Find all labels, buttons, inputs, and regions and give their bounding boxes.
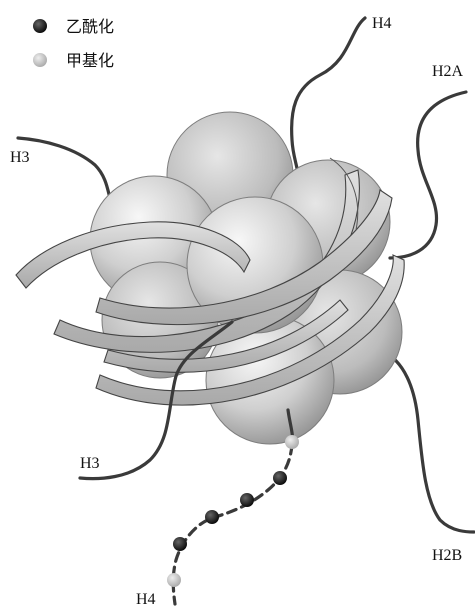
- label-h4-top: H4: [372, 15, 392, 32]
- legend: 乙酰化 甲基化: [33, 17, 114, 70]
- methylation-marker: [285, 435, 299, 449]
- legend-item-acetylation: 乙酰化: [33, 17, 114, 36]
- acetylation-marker: [205, 510, 219, 524]
- acetylation-marker: [273, 471, 287, 485]
- tail-h2a: [390, 92, 466, 258]
- legend-label-methylation: 甲基化: [66, 51, 114, 70]
- tail-h3-left: [18, 138, 112, 205]
- legend-item-methylation: 甲基化: [33, 51, 114, 70]
- label-h4-bottom: H4: [136, 591, 156, 608]
- tail-h4-bottom-modified: [173, 445, 292, 604]
- acetylation-marker-icon: [33, 19, 47, 33]
- acetylation-marker: [173, 537, 187, 551]
- label-h3-bottom: H3: [80, 455, 100, 472]
- label-h3-left: H3: [10, 149, 30, 166]
- methylation-marker-icon: [33, 53, 47, 67]
- label-h2b: H2B: [432, 547, 462, 564]
- tail-h2b: [380, 350, 474, 532]
- acetylation-marker: [240, 493, 254, 507]
- label-h2a: H2A: [432, 63, 464, 80]
- methylation-marker: [167, 573, 181, 587]
- legend-label-acetylation: 乙酰化: [66, 17, 114, 36]
